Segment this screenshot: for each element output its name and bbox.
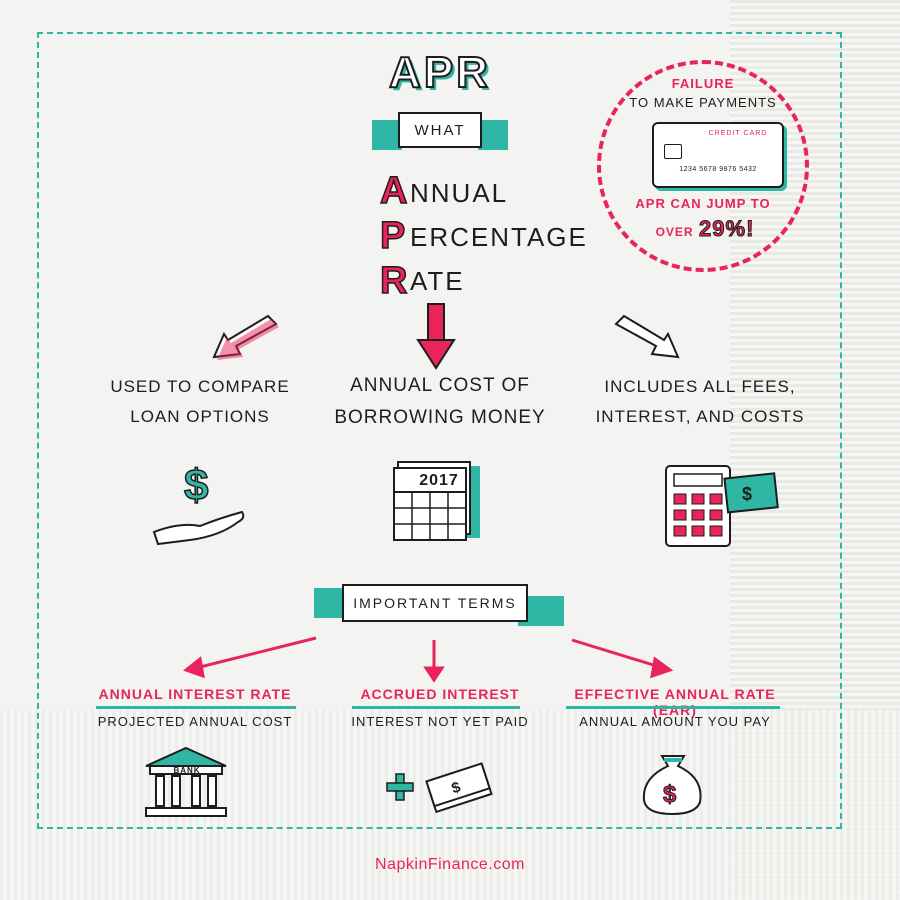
- term-accrued-interest-desc: INTEREST NOT YET PAID: [351, 714, 529, 729]
- money-bag-icon: $: [642, 755, 702, 816]
- svg-text:$: $: [184, 461, 208, 510]
- arrow-down-icon: [416, 303, 456, 370]
- arrow-right-icon: [614, 314, 680, 359]
- arrow-left-icon: [212, 314, 279, 360]
- term-underline-3: [566, 706, 780, 709]
- use-fees-line2: INTEREST, AND COSTS: [595, 407, 805, 426]
- ribbon-right-tail: [478, 120, 508, 150]
- use-fees: INCLUDES ALL FEES, INTEREST, AND COSTS: [585, 372, 815, 432]
- callout-jump-text: APR CAN JUMP TO: [635, 196, 771, 211]
- term-accrued-interest: ACCRUED INTEREST: [360, 686, 520, 702]
- acronym-word-percentage: ERCENTAGE: [410, 222, 588, 252]
- term-annual-interest-rate-desc: PROJECTED ANNUAL COST: [97, 714, 293, 729]
- what-label: WHAT: [398, 112, 482, 148]
- acronym-letter-r: R: [379, 259, 408, 303]
- use-cost-line1: ANNUAL COST OF: [350, 375, 530, 396]
- calculator-icon: $: [665, 465, 779, 547]
- important-terms-label: IMPORTANT TERMS: [342, 584, 528, 622]
- card-chip: [664, 144, 682, 159]
- bank-label: BANK: [173, 766, 201, 775]
- term-effective-annual-rate-desc: ANNUAL AMOUNT YOU PAY: [579, 714, 771, 729]
- callout-over-value: 29%!: [699, 216, 755, 242]
- callout-over-prefix: OVER: [655, 225, 694, 239]
- term-underline-1: [96, 706, 296, 709]
- term-annual-interest-rate: ANNUAL INTEREST RATE: [98, 686, 292, 702]
- use-cost-line2: BORROWING MONEY: [334, 407, 546, 428]
- acronym-word-annual: NNUAL: [410, 178, 509, 208]
- use-compare-line1: USED TO COMPARE: [110, 377, 290, 396]
- callout-failure: FAILURE: [671, 76, 735, 91]
- use-fees-line1: INCLUDES ALL FEES,: [604, 377, 796, 396]
- callout-over: OVER 29%!: [640, 216, 770, 242]
- use-compare-line2: LOAN OPTIONS: [130, 407, 270, 426]
- callout-circle: [597, 60, 809, 272]
- dashed-border: [37, 32, 842, 829]
- footer-url[interactable]: NapkinFinance.com: [375, 856, 525, 873]
- card-label: CREDIT CARD: [708, 130, 768, 137]
- calendar-icon: [393, 461, 480, 541]
- calendar-year: 2017: [419, 472, 459, 489]
- credit-card-icon: CREDIT CARD 1234 5678 9876 5432: [652, 122, 784, 188]
- svg-text:$: $: [742, 484, 752, 504]
- bank-icon: [145, 746, 227, 817]
- term-arrow-down-icon: [423, 640, 445, 683]
- acronym-word-rate: ATE: [410, 266, 465, 296]
- term-arrow-right-icon: [571, 638, 674, 679]
- acronym-letter-p: P: [379, 214, 406, 258]
- ribbon-left-tail: [372, 120, 402, 150]
- acronym-letter-a: A: [379, 169, 408, 213]
- use-cost: ANNUAL COST OF BORROWING MONEY: [325, 370, 555, 434]
- page-title: APR: [388, 47, 491, 98]
- dollar-hand-icon: $: [152, 460, 245, 546]
- plus-cash-icon: $: [386, 762, 493, 814]
- use-compare: USED TO COMPARE LOAN OPTIONS: [100, 372, 300, 432]
- term-underline-2: [352, 706, 520, 709]
- callout-jump: APR CAN JUMP TO: [625, 196, 781, 211]
- term-arrow-left-icon: [182, 636, 317, 679]
- callout-payments: TO MAKE PAYMENTS: [629, 95, 777, 110]
- svg-text:$: $: [663, 781, 677, 808]
- card-number: 1234 5678 9876 5432: [679, 166, 757, 173]
